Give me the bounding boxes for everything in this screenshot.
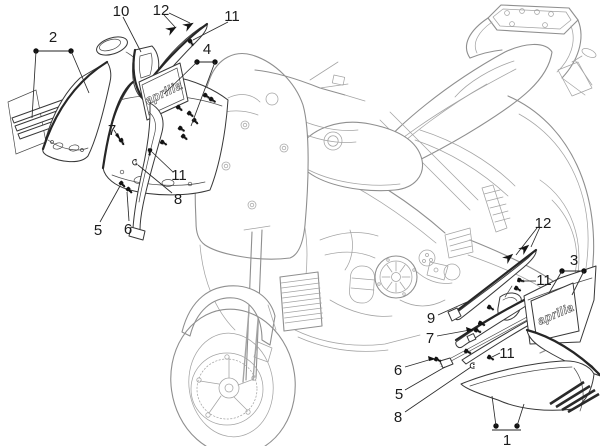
front-fender xyxy=(181,285,277,346)
screw-icon xyxy=(516,277,526,284)
tail-bracket xyxy=(557,48,597,97)
mid-trim-strip xyxy=(454,295,533,348)
left-side-panel xyxy=(41,60,112,163)
callout-2: 2 xyxy=(49,29,57,46)
radiator xyxy=(279,271,421,352)
callout-1: 1 xyxy=(503,432,511,446)
callout-5-left: 5 xyxy=(94,222,102,239)
screw-icon xyxy=(463,348,473,356)
aprilia-decal-right: aprilia xyxy=(530,282,580,342)
callout-6-right: 6 xyxy=(394,362,402,379)
upper-trim-strip xyxy=(447,248,538,322)
callout-10: 10 xyxy=(113,3,130,20)
callout-11-right-mid: 11 xyxy=(499,345,515,362)
callout-11-top: 11 xyxy=(224,8,240,25)
callout-4: 4 xyxy=(203,41,211,58)
callout-6-left: 6 xyxy=(124,221,132,238)
trim-rod xyxy=(439,309,542,369)
callout-leaders xyxy=(31,12,587,431)
front-wheel xyxy=(170,308,296,446)
callout-11-right-upper: 11 xyxy=(536,272,552,289)
engine xyxy=(319,227,474,317)
callout-12-right: 12 xyxy=(535,215,552,232)
handlebar xyxy=(254,61,366,102)
shock-absorber xyxy=(481,184,511,233)
rear-rack xyxy=(465,4,582,79)
callout-labels: 2 10 12 11 4 7 11 8 5 6 12 3 11 9 7 11 6… xyxy=(49,2,578,446)
rivet-arrow-icon xyxy=(503,251,515,263)
aprilia-decal-left: aprilia xyxy=(138,62,189,121)
callout-12-top: 12 xyxy=(153,2,170,19)
callout-8-right: 8 xyxy=(394,409,402,426)
screw-icon xyxy=(513,285,523,294)
callout-8-left: 8 xyxy=(174,191,182,208)
exploded-parts-right: aprilia xyxy=(439,248,600,414)
lower-side-panel xyxy=(460,360,600,414)
callout-3: 3 xyxy=(570,252,578,269)
callout-9: 9 xyxy=(427,310,435,327)
screw-icon xyxy=(486,304,496,313)
fuel-tank xyxy=(296,121,424,192)
callout-11-left: 11 xyxy=(171,167,187,184)
screw-icon xyxy=(433,356,443,364)
rivet-arrow-icon xyxy=(166,24,178,35)
pillar-bracket xyxy=(128,102,164,241)
callout-7-right: 7 xyxy=(426,330,434,347)
callout-5-right: 5 xyxy=(395,386,403,403)
callout-7-left: 7 xyxy=(108,122,116,139)
